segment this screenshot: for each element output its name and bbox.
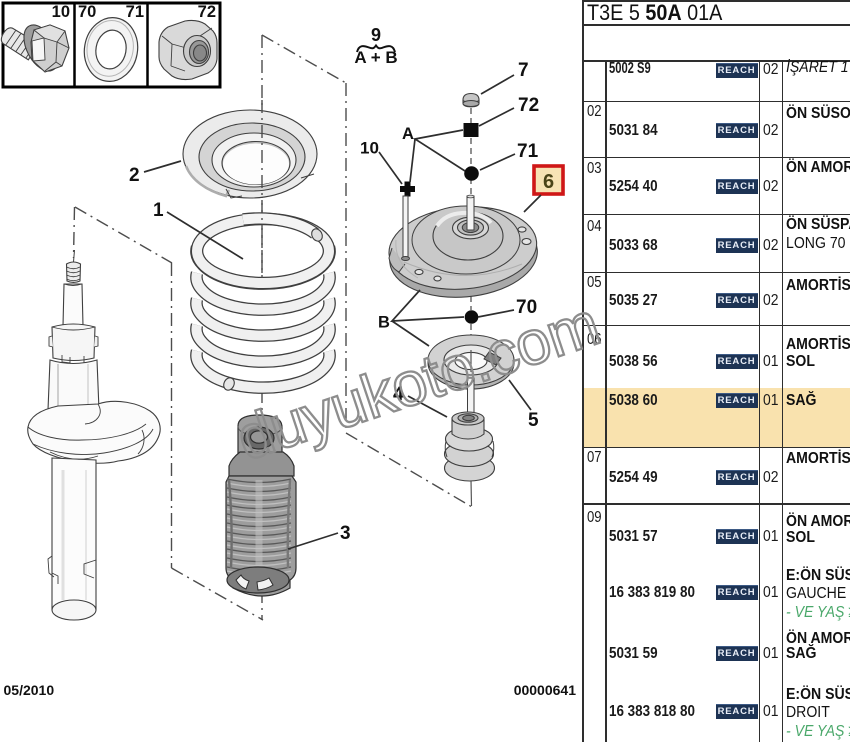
svg-text:4: 4: [393, 384, 404, 405]
svg-text:A + B: A + B: [354, 48, 397, 67]
svg-text:70: 70: [516, 297, 537, 318]
svg-text:71: 71: [126, 3, 144, 21]
svg-text:duyukoto.com: duyukoto.com: [229, 289, 608, 474]
svg-text:6: 6: [543, 171, 554, 193]
svg-text:71: 71: [517, 141, 539, 162]
svg-text:72: 72: [518, 95, 539, 116]
svg-text:3: 3: [340, 523, 351, 544]
svg-text:70: 70: [78, 3, 96, 21]
svg-text:10: 10: [360, 139, 379, 158]
svg-text:72: 72: [198, 3, 216, 21]
svg-text:2: 2: [129, 165, 140, 186]
svg-text:05/2010: 05/2010: [4, 682, 55, 698]
svg-text:B: B: [378, 314, 390, 332]
svg-text:A: A: [402, 125, 414, 143]
svg-text:9: 9: [371, 25, 381, 45]
svg-text:5: 5: [528, 410, 539, 431]
svg-text:00000641: 00000641: [514, 682, 577, 698]
svg-text:7: 7: [518, 60, 529, 81]
svg-text:1: 1: [153, 200, 164, 221]
svg-text:10: 10: [52, 3, 70, 21]
